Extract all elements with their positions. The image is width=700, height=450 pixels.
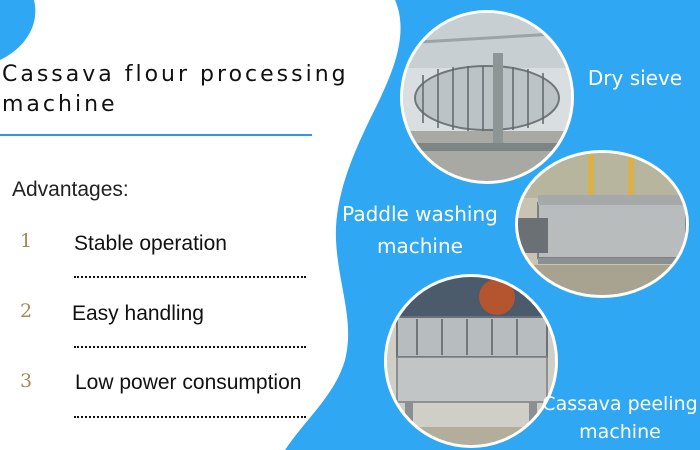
- dotted-divider-1: [74, 276, 306, 278]
- caption-paddle-line-1: Paddle washing: [342, 202, 498, 226]
- advantage-number-3: 3: [20, 370, 33, 392]
- corner-blob-shape: [0, 0, 36, 60]
- caption-peeling-line-1: Cassava peeling: [542, 393, 698, 415]
- caption-cassava-peeling-machine: Cassava peeling machine: [540, 390, 700, 446]
- title-underline: [0, 134, 312, 136]
- cassava-peeling-machine-photo: [384, 274, 558, 448]
- page-title: Cassava flour processing machine: [2, 60, 392, 120]
- advantage-item-1: Stable operation: [74, 232, 227, 255]
- dotted-divider-3: [74, 416, 306, 418]
- title-line-1: Cassava flour processing: [2, 62, 349, 87]
- paddle-washing-machine-photo: [515, 150, 689, 298]
- advantage-item-2: Easy handling: [72, 302, 204, 325]
- title-line-2: machine: [2, 92, 118, 117]
- dry-sieve-photo: [400, 10, 574, 184]
- advantage-number-1: 1: [20, 230, 33, 252]
- advantage-item-3: Low power consumption: [75, 371, 302, 394]
- caption-dry-sieve: Dry sieve: [587, 66, 683, 90]
- advantages-heading: Advantages:: [12, 178, 129, 201]
- advantage-number-2: 2: [20, 300, 33, 322]
- caption-paddle-line-2: machine: [377, 234, 463, 258]
- caption-paddle-washing-machine: Paddle washing machine: [330, 198, 510, 262]
- dotted-divider-2: [74, 346, 306, 348]
- caption-peeling-line-2: machine: [579, 421, 661, 443]
